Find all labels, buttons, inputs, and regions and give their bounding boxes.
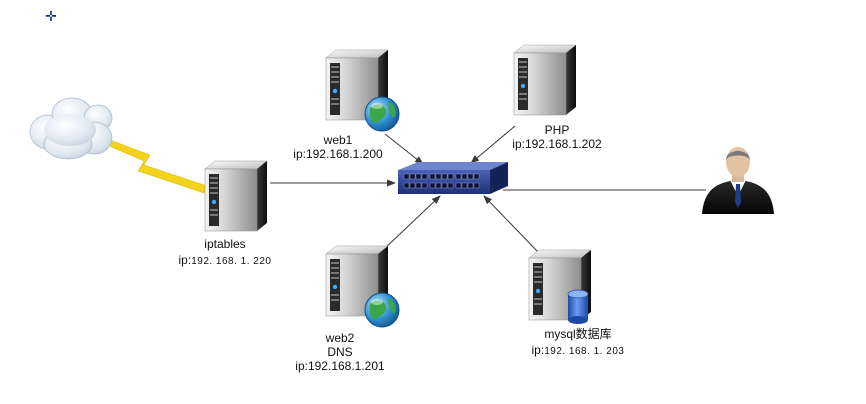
label-mysql: mysql数据库 ip:192. 168. 1. 203 bbox=[532, 327, 625, 359]
ip-prefix: ip: bbox=[178, 253, 192, 267]
link-web1-switch bbox=[384, 133, 424, 165]
ip-value: 192. 168. 1. 203 bbox=[544, 346, 625, 357]
add-node-icon[interactable]: ✛ bbox=[45, 8, 57, 24]
node-ip: ip:192. 168. 1. 203 bbox=[532, 343, 625, 359]
label-iptables: iptables ip:192. 168. 1. 220 bbox=[179, 237, 272, 269]
node-name: mysql数据库 bbox=[544, 327, 612, 341]
ip-prefix: ip: bbox=[531, 343, 545, 357]
link-mysql-switch bbox=[483, 195, 540, 254]
link-php-switch bbox=[470, 125, 516, 164]
network-switch-icon bbox=[398, 162, 508, 194]
node-name: iptables bbox=[204, 237, 246, 251]
ip-value: 192. 168. 1. 220 bbox=[191, 256, 272, 267]
user-icon bbox=[702, 147, 774, 214]
node-name: web2 bbox=[325, 331, 355, 345]
cloud-icon bbox=[29, 97, 113, 160]
label-php: PHP ip:192.168.1.202 bbox=[512, 123, 601, 151]
globe-icon bbox=[364, 96, 400, 132]
server-iptables-icon bbox=[204, 160, 268, 232]
node-ip: ip:192.168.1.201 bbox=[295, 359, 385, 373]
label-web1: web1 ip:192.168.1.200 bbox=[293, 133, 382, 161]
node-ip: ip:192. 168. 1. 220 bbox=[179, 253, 272, 269]
lightning-link bbox=[99, 136, 211, 195]
label-web2: web2 DNS ip:192.168.1.201 bbox=[295, 331, 384, 373]
node-ip: ip:192.168.1.200 bbox=[293, 147, 383, 161]
node-name: web1 bbox=[323, 133, 353, 147]
node-subtitle: DNS bbox=[327, 345, 353, 359]
node-ip: ip:192.168.1.202 bbox=[512, 137, 602, 151]
link-web2-switch bbox=[382, 195, 441, 251]
database-icon bbox=[567, 289, 589, 324]
server-php-icon bbox=[513, 44, 577, 116]
node-name: PHP bbox=[544, 123, 570, 137]
globe-icon bbox=[364, 292, 400, 328]
